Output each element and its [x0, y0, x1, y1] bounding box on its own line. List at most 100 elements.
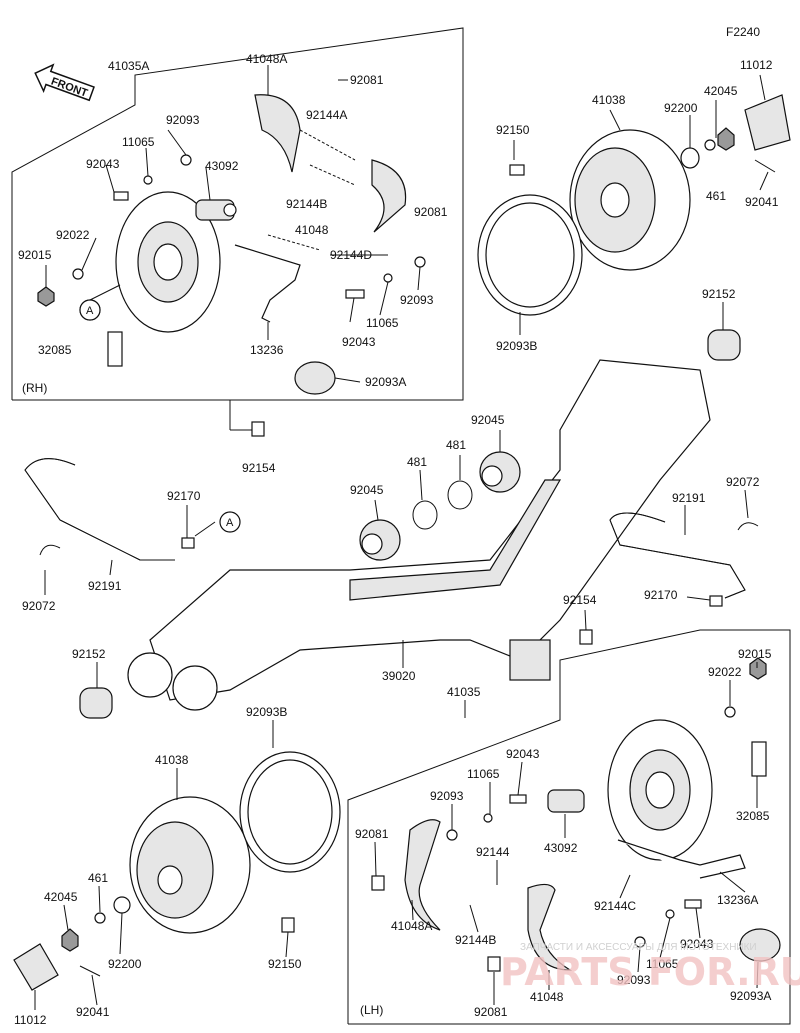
- part-label: 13236A: [717, 893, 758, 907]
- part-label: 92081: [474, 1005, 508, 1019]
- lh-lever: [617, 839, 746, 879]
- rh-clip: [107, 331, 123, 367]
- rh-lever: [234, 244, 301, 323]
- rh-drum-fasteners: [509, 127, 776, 176]
- svg-text:A: A: [226, 517, 234, 529]
- lh-drum-seal-ring: [239, 751, 341, 873]
- part-label: 92022: [56, 228, 90, 242]
- lh-seal: [739, 928, 781, 962]
- svg-text:A: A: [86, 305, 94, 317]
- lh-brake-shoe-a: [404, 819, 441, 931]
- part-label: 92093: [430, 789, 464, 803]
- part-label: 92144C: [594, 899, 636, 913]
- snap-ring-481-b: [447, 480, 473, 510]
- front-arrow-icon: FRONT: [34, 63, 95, 102]
- part-label: 92170: [644, 588, 678, 602]
- part-label: 41038: [592, 93, 626, 107]
- part-label: 32085: [38, 343, 72, 357]
- part-label: 11065: [467, 767, 500, 781]
- breather-hose-left: [24, 458, 175, 561]
- watermark-caption: ЗАПЧАСТИ И АКСЕССУАРЫ ДЛЯ МОТОТЕХНИКИ: [520, 942, 757, 953]
- clamp-92170-a: [181, 537, 195, 549]
- rh-drum-seal-ring: [477, 194, 583, 316]
- part-label: 92144B: [286, 197, 327, 211]
- part-label: 92015: [738, 647, 772, 661]
- part-label: 92093A: [730, 989, 771, 1003]
- snap-ring-481-a: [412, 500, 438, 530]
- part-label: 41048A: [391, 919, 432, 933]
- part-label: 461: [88, 871, 108, 885]
- part-label: 41035A: [108, 59, 149, 73]
- rh-wheel-cylinder: [195, 199, 237, 221]
- part-label: 92144D: [330, 248, 372, 262]
- rh-brake-shoe-b: [371, 159, 407, 233]
- part-label: 92093: [400, 293, 434, 307]
- part-label: 92041: [76, 1005, 110, 1019]
- part-label: 92043: [506, 747, 540, 761]
- rh-spring-d-icon: [267, 234, 321, 251]
- part-label: 92043: [86, 157, 120, 171]
- part-label: 11065: [366, 316, 399, 330]
- part-label: 92081: [350, 73, 384, 87]
- lh-clip: [751, 741, 767, 777]
- part-label: 39020: [382, 669, 416, 683]
- part-label: 41048: [530, 990, 564, 1004]
- rh-seal: [294, 361, 336, 395]
- lh-hub-cap: [13, 943, 59, 991]
- lh-wheel-cylinder: [547, 789, 585, 813]
- part-label: 92072: [726, 475, 760, 489]
- part-label: 11065: [122, 135, 155, 149]
- part-label: 92152: [702, 287, 736, 301]
- axle-housing: [127, 359, 711, 711]
- diagram-code: F2240: [726, 25, 760, 39]
- rh-bushing-92152: [707, 329, 741, 361]
- clamp-92170-b: [709, 595, 723, 607]
- part-label: 42045: [704, 84, 738, 98]
- part-label: 92022: [708, 665, 742, 679]
- part-labels: 41035A 41048A 92081 92144A 92093 11065 9…: [14, 52, 779, 1027]
- part-label: 92152: [72, 647, 106, 661]
- lh-brake-shoe-b: [527, 883, 573, 971]
- part-label: 41048: [295, 223, 329, 237]
- bolt-92154-b: [579, 629, 593, 645]
- part-label: 43092: [544, 841, 578, 855]
- part-label: 92081: [355, 827, 389, 841]
- rh-spring-a-icon: [299, 129, 356, 161]
- ref-marker-a-1: A: [79, 299, 101, 321]
- part-label: 41048A: [246, 52, 287, 66]
- lh-backing-plate: [607, 719, 713, 861]
- part-label: 92144: [476, 845, 510, 859]
- ref-marker-a-2: A: [219, 511, 241, 533]
- part-label: 92150: [268, 957, 302, 971]
- part-label: 481: [446, 438, 466, 452]
- part-label: 92072: [22, 599, 56, 613]
- part-label: 92154: [563, 593, 597, 607]
- rh-brake-drum: [569, 129, 691, 271]
- part-label: 92043: [680, 937, 714, 951]
- part-label: 43092: [205, 159, 239, 173]
- part-label: 92093B: [496, 339, 537, 353]
- rh-small-parts: [37, 154, 426, 321]
- rh-spring-b-icon: [309, 164, 356, 186]
- watermark: ЗАПЧАСТИ И АКСЕССУАРЫ ДЛЯ МОТОТЕХНИКИ PA…: [500, 942, 800, 994]
- part-label: 92045: [471, 413, 505, 427]
- watermark-logo: PARTS FOR.RU: [500, 950, 800, 994]
- part-label: 92045: [350, 483, 384, 497]
- part-label: 92093A: [365, 375, 406, 389]
- part-label: 92154: [242, 461, 276, 475]
- part-label: 92093B: [246, 705, 287, 719]
- part-label: 92093: [617, 973, 651, 987]
- part-label: 92170: [167, 489, 201, 503]
- rh-hub-cap: [744, 94, 791, 151]
- rh-backing-plate: [115, 191, 221, 333]
- part-label: 92200: [664, 101, 698, 115]
- part-label: 32085: [736, 809, 770, 823]
- part-label: 41035: [447, 685, 481, 699]
- part-label: 11012: [14, 1013, 47, 1027]
- clamp-92072-b: [737, 522, 759, 531]
- part-label: 92144A: [306, 108, 347, 122]
- part-label: 92191: [88, 579, 122, 593]
- breather-hose-right: [609, 512, 746, 599]
- lh-section-frame: [347, 629, 791, 1025]
